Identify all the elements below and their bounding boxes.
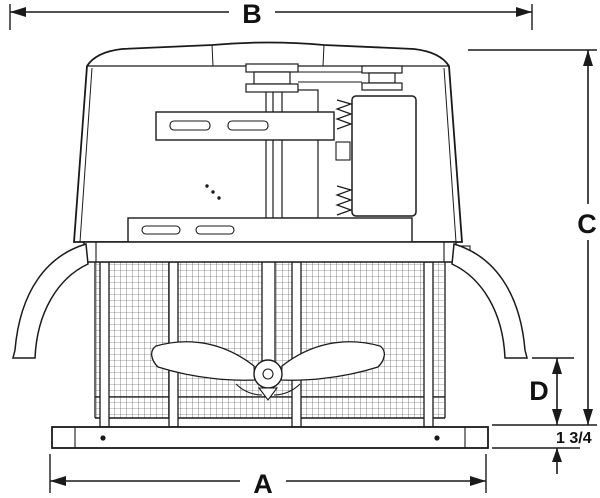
motor-assembly (127, 63, 417, 244)
bolt-dot (434, 435, 440, 441)
rivet-dot (205, 184, 209, 188)
mounting-bracket (155, 111, 335, 141)
hub-center (262, 368, 274, 380)
hood-inner-right (443, 67, 457, 243)
dim-base-label: 1 3/4 (556, 430, 592, 447)
lower-rail (127, 217, 413, 243)
dim-c-arrow-bottom (583, 409, 593, 425)
dimension-c: C (468, 49, 600, 426)
dimension-b: B (9, 0, 533, 30)
leg (291, 261, 302, 428)
dimension-d: D (529, 357, 574, 425)
rivet-dot (217, 196, 221, 200)
dim-a-arrow-right (470, 476, 486, 486)
base-curb (51, 426, 489, 449)
blade-left (151, 341, 256, 381)
base-plate (51, 426, 489, 449)
rivet-dot (211, 190, 215, 194)
curb-band (83, 241, 457, 263)
junction-box (335, 141, 351, 161)
hood-top-tick-left (211, 44, 214, 67)
dim-a-label: A (253, 469, 273, 498)
dimension-a: A (49, 454, 487, 498)
leg (99, 261, 110, 428)
dim-d-arrow-bottom (552, 409, 562, 425)
spring-lower (335, 185, 353, 216)
rail-slot (195, 225, 235, 235)
curb-cap (12, 241, 528, 359)
rail-slot (141, 225, 181, 235)
motor-pulley (361, 65, 403, 91)
dim-d-label: D (529, 376, 549, 406)
blade-right (280, 341, 385, 381)
dim-base-arrow-up (552, 448, 562, 462)
dim-a-arrow-left (50, 476, 66, 486)
fan-pulley (245, 63, 299, 93)
propeller (151, 243, 385, 401)
blade-rear-right (273, 383, 301, 396)
leg (423, 261, 434, 428)
support-column (281, 89, 319, 219)
hood-top-tick-right (322, 44, 325, 67)
dimension-base-thickness: 1 3/4 (492, 430, 592, 474)
dim-b-label-bg (229, 0, 275, 27)
bracket-slot (169, 120, 211, 131)
bracket-slot (227, 120, 269, 131)
hood-inner-left (79, 67, 93, 243)
dim-b-label: B (242, 0, 262, 29)
motor-body (351, 95, 417, 217)
dim-d-arrow-top (552, 358, 562, 374)
dim-c-arrow-top (583, 50, 593, 66)
dim-c-label-bg (572, 204, 600, 240)
blade-rear-left (235, 383, 263, 396)
spring-upper (335, 99, 353, 130)
dim-c-label: C (577, 209, 597, 239)
venturi-flare-right (451, 243, 528, 359)
bolt-dot (100, 435, 106, 441)
hub-cone (257, 387, 279, 401)
dim-a-label-bg (240, 466, 286, 496)
venturi-flare-left (12, 243, 89, 359)
dim-b-arrow-left (10, 7, 26, 17)
dim-b-arrow-right (516, 7, 532, 17)
